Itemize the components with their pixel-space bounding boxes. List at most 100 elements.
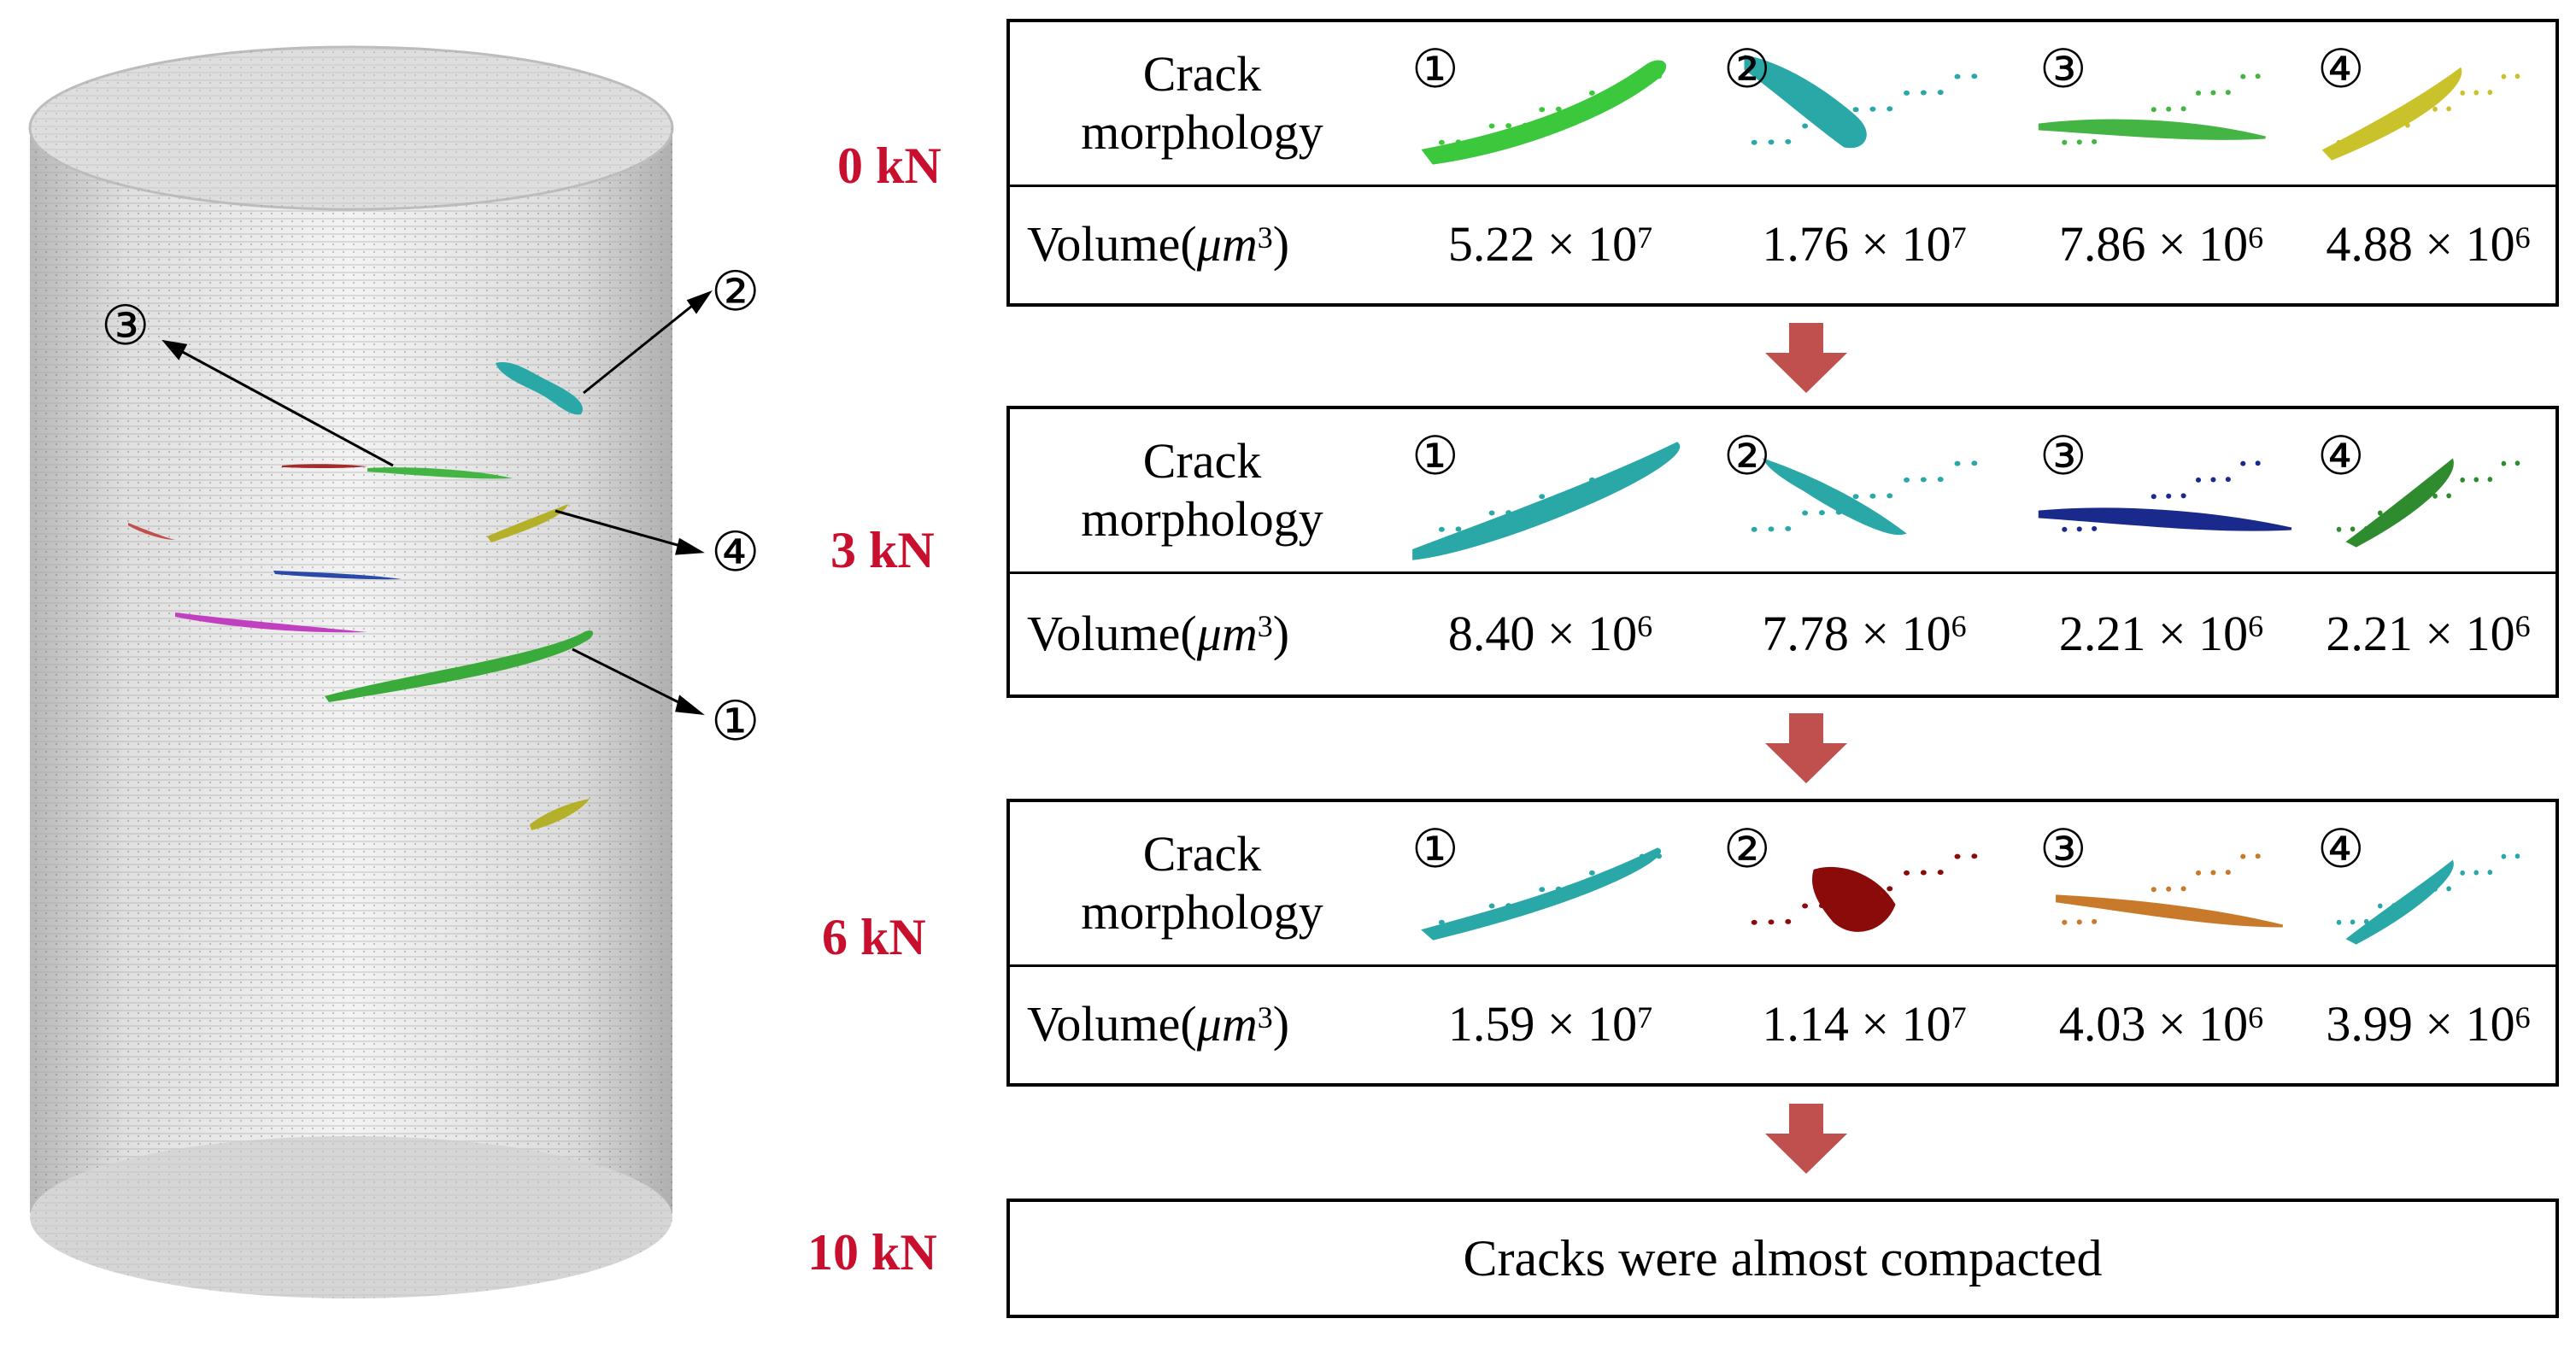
crack-number: ② bbox=[1723, 38, 1771, 100]
crack-particle bbox=[2195, 90, 2202, 96]
crack-particle bbox=[1522, 902, 1529, 908]
crack-cell-4: ④ bbox=[2300, 802, 2556, 964]
crack-particle bbox=[1920, 90, 1927, 96]
crack-particle bbox=[1488, 903, 1495, 909]
crack-particle bbox=[1555, 106, 1562, 112]
volume-label-prefix: Volume( bbox=[1027, 605, 1197, 661]
crack-particle bbox=[2121, 510, 2127, 516]
crack-particle bbox=[1472, 525, 1478, 531]
crack-particle bbox=[2350, 139, 2356, 145]
callout-2: ② bbox=[711, 261, 760, 324]
crack-shape bbox=[2038, 119, 2266, 140]
volume-exponent: 6 bbox=[2514, 999, 2531, 1034]
crack-particle bbox=[2180, 886, 2186, 892]
specimen-cracks bbox=[128, 362, 594, 830]
crack-particle bbox=[2363, 138, 2369, 144]
specimen-cylinder-view bbox=[28, 45, 713, 1298]
crack-particle bbox=[2106, 510, 2112, 516]
down-arrow-2 bbox=[1765, 713, 1847, 783]
volume-unit-exponent: 3 bbox=[1257, 220, 1273, 255]
crack-particle bbox=[2062, 526, 2068, 532]
crack-morphology-label-line2: morphology bbox=[1081, 104, 1323, 160]
crack-particle bbox=[1472, 138, 1478, 144]
crack-particle bbox=[2195, 477, 2202, 483]
callout-3: ③ bbox=[101, 295, 150, 358]
crack-particle bbox=[2487, 477, 2493, 483]
crack-particle bbox=[2473, 870, 2479, 876]
volume-label-prefix: Volume( bbox=[1027, 216, 1197, 272]
crack-particle bbox=[1937, 870, 1944, 876]
crack-particle bbox=[1505, 903, 1512, 909]
crack-particle bbox=[2350, 919, 2356, 925]
crack-particle bbox=[2092, 525, 2098, 531]
crack-particle bbox=[1751, 919, 1757, 925]
volume-unit-exponent: 3 bbox=[1257, 999, 1273, 1034]
callout-arrows bbox=[161, 290, 713, 716]
crack-particle bbox=[1785, 138, 1792, 144]
load-label-3kN: 3 kN bbox=[830, 522, 935, 578]
volume-exponent: 7 bbox=[1637, 999, 1653, 1034]
crack-cell-1: ① bbox=[1394, 22, 1706, 185]
crack-particle bbox=[2225, 477, 2231, 483]
crack-particle bbox=[1605, 477, 1612, 483]
crack-cell-3: ③ bbox=[2022, 409, 2300, 571]
volume-exponent: 6 bbox=[2248, 220, 2264, 255]
crack-particle bbox=[2166, 106, 2172, 112]
crack-particle bbox=[2225, 90, 2231, 96]
crack-particle bbox=[2405, 509, 2410, 515]
volume-mantissa: 1.59 × 10 bbox=[1447, 996, 1638, 1052]
crack-particle bbox=[1852, 107, 1859, 113]
crack-particle bbox=[1539, 107, 1546, 113]
crack-particle bbox=[1639, 853, 1646, 859]
crack-particle bbox=[1904, 90, 1910, 96]
arrow-to-4 bbox=[555, 509, 684, 548]
crack-particle bbox=[1802, 903, 1809, 909]
crack-particle bbox=[1971, 460, 1978, 466]
crack-particle bbox=[1887, 886, 1893, 892]
crack-particle bbox=[1605, 90, 1612, 96]
crack-particle bbox=[1438, 919, 1445, 925]
crack-blue-small bbox=[273, 571, 402, 580]
crack-number: ④ bbox=[2317, 38, 2365, 100]
crack-particle bbox=[2446, 106, 2451, 112]
crack-particle bbox=[1835, 509, 1842, 515]
crack-particle bbox=[2106, 903, 2112, 909]
crack-particle bbox=[2501, 460, 2507, 466]
volume-mantissa: 8.40 × 10 bbox=[1447, 605, 1638, 661]
crack-particle bbox=[1438, 526, 1445, 532]
crack-particle bbox=[2180, 106, 2186, 112]
crack-particle bbox=[1869, 886, 1876, 892]
crack-particle bbox=[1887, 106, 1893, 112]
volume-mantissa: 1.14 × 10 bbox=[1762, 996, 1951, 1052]
crack-particle bbox=[1887, 493, 1893, 499]
volume-mantissa: 1.76 × 10 bbox=[1762, 216, 1951, 272]
crack-particle bbox=[1920, 477, 1927, 483]
crack-particle bbox=[2151, 887, 2156, 893]
crack-particle bbox=[1785, 918, 1792, 924]
crack-cell-2: ② bbox=[1706, 22, 2022, 185]
crack-morphology-label-line2: morphology bbox=[1081, 884, 1323, 940]
crack-morphology-image bbox=[2038, 460, 2292, 532]
final-stage-text: Cracks were almost compacted bbox=[1463, 1229, 2103, 1286]
crack-morphology-label-line2: morphology bbox=[1081, 491, 1323, 547]
volume-exponent: 6 bbox=[2514, 609, 2531, 643]
crack-particle bbox=[1572, 886, 1579, 892]
crack-particle bbox=[1869, 493, 1876, 499]
crack-particle bbox=[2092, 918, 2098, 924]
crack-cell-2: ② bbox=[1706, 802, 2022, 964]
volume-exponent: 6 bbox=[2248, 999, 2264, 1034]
crack-particle bbox=[2180, 493, 2186, 499]
volume-exponent: 7 bbox=[1951, 220, 1967, 255]
crack-particle bbox=[2106, 123, 2112, 129]
crack-morphology-image bbox=[1421, 847, 1663, 941]
crack-shape bbox=[1421, 60, 1667, 165]
arrow-to-3 bbox=[179, 349, 394, 467]
crack-particle bbox=[1522, 509, 1529, 515]
